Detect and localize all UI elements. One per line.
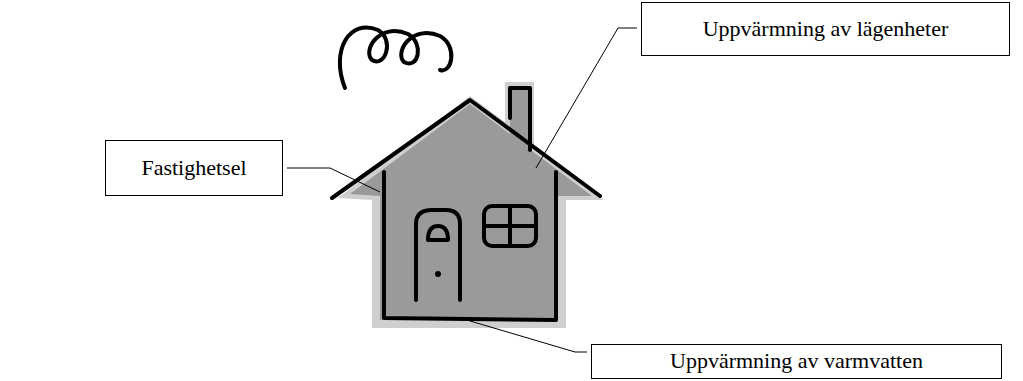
- leader-line: [287, 28, 637, 352]
- callout-label: Uppvärmning av lägenheter: [703, 16, 949, 42]
- callout-box: Uppvärmning av lägenheter: [641, 2, 1010, 56]
- door-knob: [435, 271, 441, 277]
- smoke-swirl: [340, 27, 451, 88]
- callout-label: Uppvärmning av varmvatten: [670, 348, 923, 374]
- callout-box: Fastighetsel: [105, 140, 283, 196]
- house-body: [338, 82, 604, 328]
- callout-label: Fastighetsel: [141, 155, 246, 181]
- callout-box: Uppvärmning av varmvatten: [591, 344, 1002, 379]
- house-outline: [332, 88, 600, 320]
